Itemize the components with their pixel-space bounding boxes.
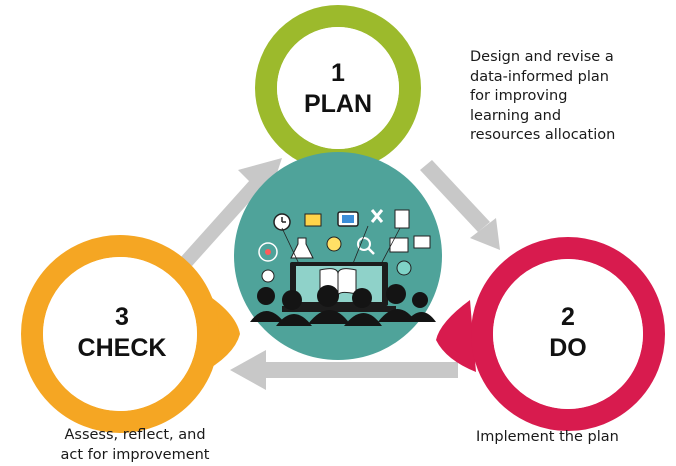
- book-icon: [304, 213, 322, 227]
- students-with-laptop-and-learning-icons-illustration: [234, 152, 442, 360]
- lightbulb-icon: [326, 236, 342, 252]
- arrow-do-to-check: [230, 350, 458, 390]
- atom-icon: [258, 242, 278, 262]
- plan-description: Design and revise a data-informed plan f…: [470, 49, 616, 144]
- check-node: [21, 235, 240, 433]
- arrow-plan-to-do: [420, 160, 500, 250]
- magnifier-icon: [357, 237, 371, 251]
- plan-title: PLAN: [303, 90, 373, 119]
- check-number: 3: [115, 303, 129, 331]
- do-description: Implement the plan: [476, 429, 619, 445]
- learning-icons: [258, 209, 431, 283]
- globe-icon: [396, 260, 412, 276]
- do-label: 2 DO: [488, 302, 648, 365]
- check-label: 3 CHECK: [42, 302, 202, 365]
- chart-icon: [413, 235, 431, 249]
- do-node: [436, 237, 665, 431]
- check-description: Assess, reflect, and act for improvement: [60, 427, 210, 463]
- check-title: CHECK: [77, 334, 167, 363]
- document-icon: [394, 209, 410, 229]
- flask-icon: [290, 237, 314, 259]
- plan-label: 1 PLAN: [258, 58, 418, 121]
- calendar-icon: [389, 237, 409, 253]
- gear-icon: [261, 269, 275, 283]
- tools-icon: [370, 209, 384, 223]
- do-title: DO: [549, 334, 587, 363]
- plan-number: 1: [331, 59, 345, 87]
- do-ring-tail: [436, 300, 476, 372]
- student-silhouettes: [250, 284, 436, 326]
- do-number: 2: [561, 303, 575, 331]
